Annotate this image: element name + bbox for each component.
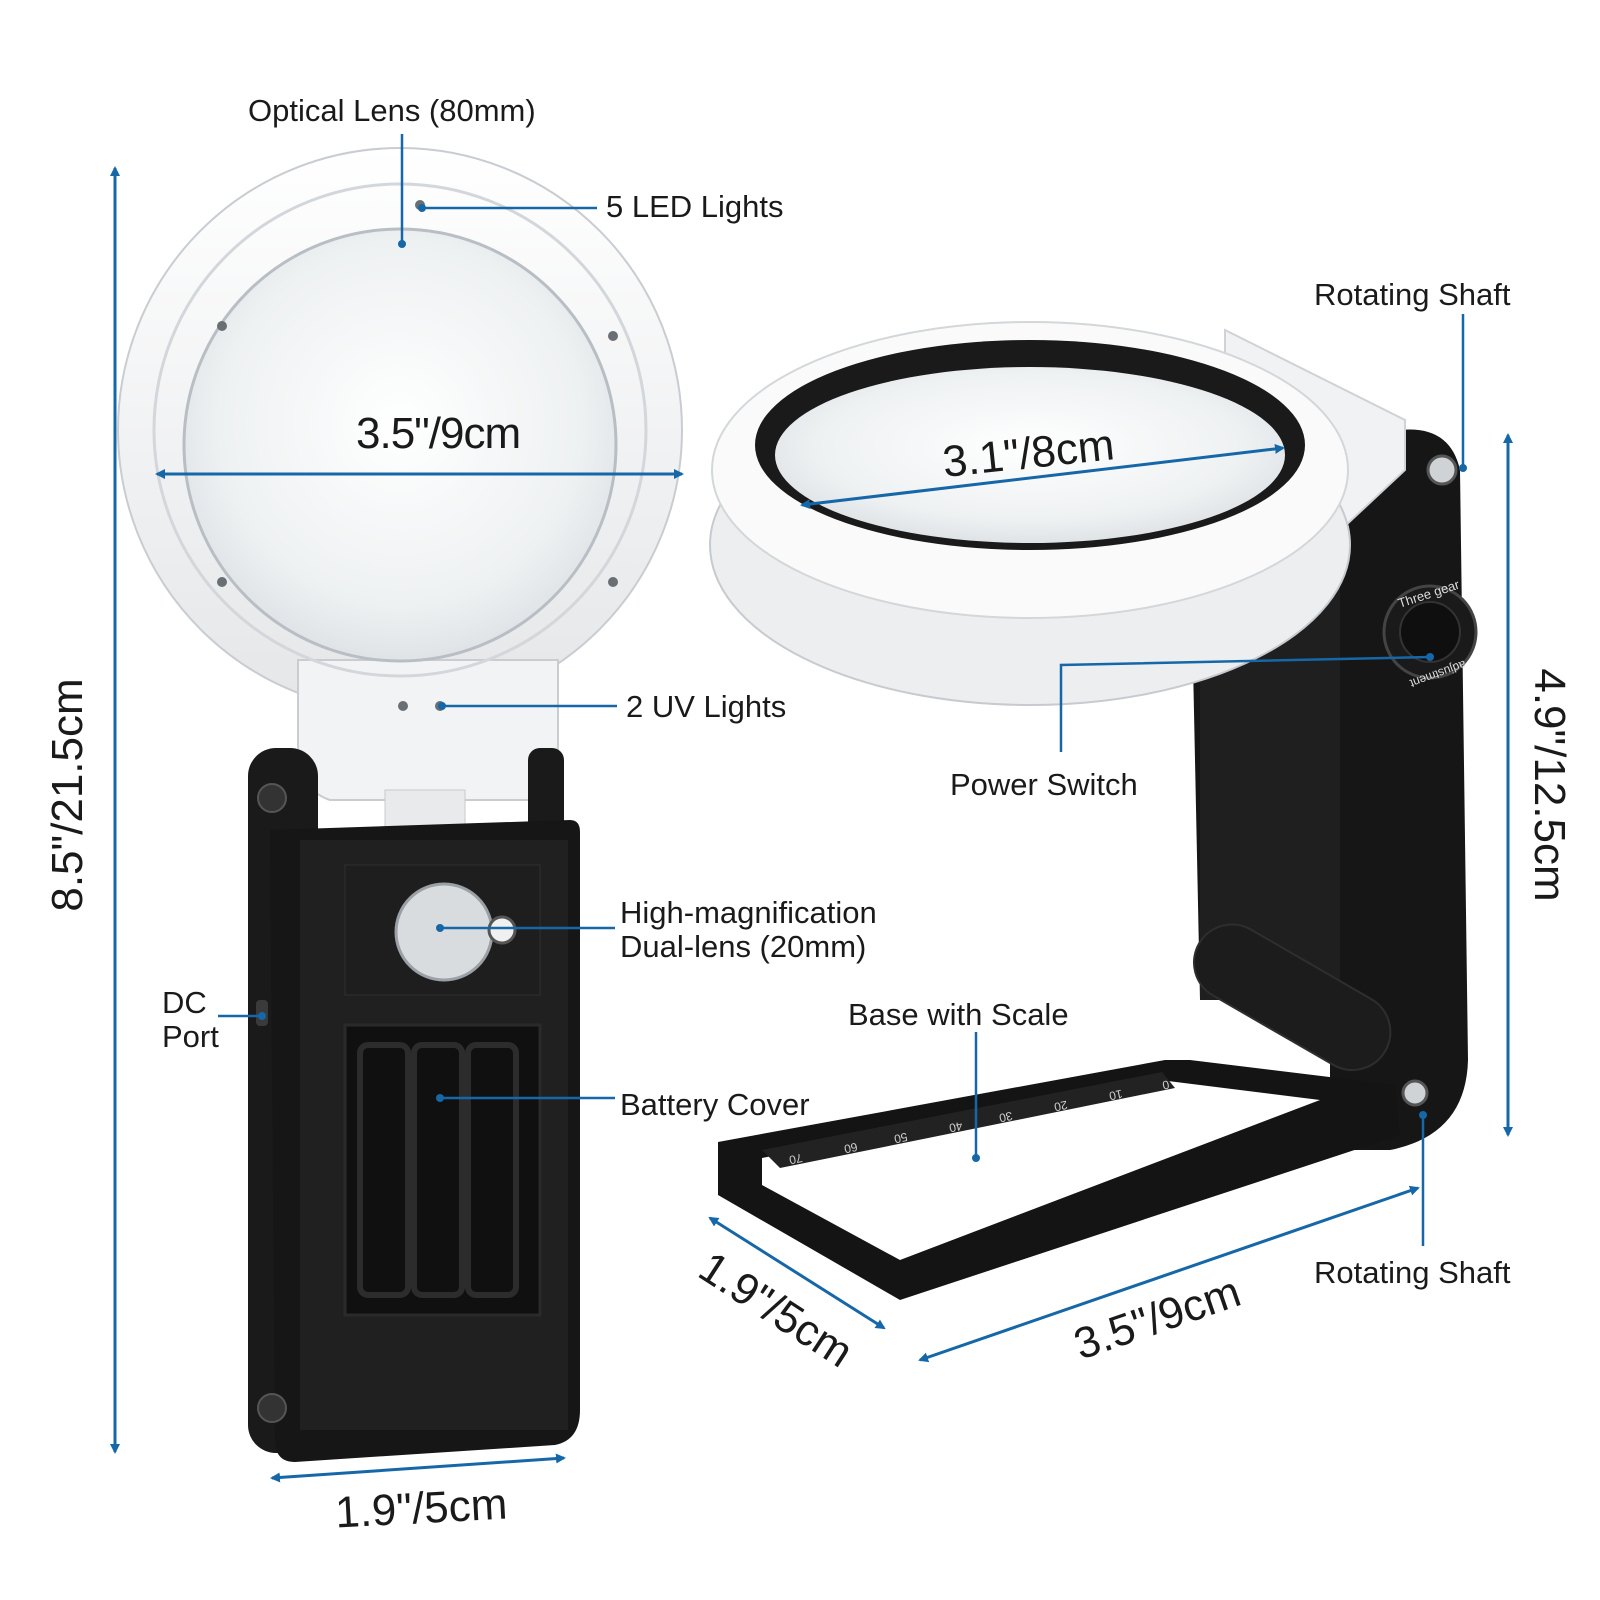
scale-tick: 40 [948, 1119, 964, 1136]
base-hinge-cylinder [1192, 923, 1392, 1071]
led-lights-label: 5 LED Lights [606, 189, 784, 224]
scale-tick: 20 [1053, 1098, 1069, 1115]
scale-tick: 70 [788, 1151, 804, 1168]
scale-tick: 30 [998, 1109, 1014, 1126]
battery-compartment [343, 1023, 542, 1317]
right-height-label: 4.9"/12.5cm [1525, 668, 1574, 901]
battery-cover-label: Battery Cover [620, 1087, 810, 1122]
base-width-label: 3.5"/9cm [1068, 1267, 1247, 1369]
left-width-arrow [270, 1453, 566, 1483]
scale-tick: 10 [1108, 1087, 1124, 1104]
scale-tick: 60 [843, 1140, 859, 1157]
base-scale-strip [762, 1072, 1175, 1168]
left-height-label: 8.5"/21.5cm [43, 678, 92, 911]
dual-lens-label-line1: High-magnification [620, 895, 877, 930]
left-width-label: 1.9"/5cm [334, 1480, 508, 1538]
left-lens-neck [297, 659, 559, 801]
base-scale-ticks: 0 10 20 30 40 50 60 70 [788, 1077, 1171, 1167]
base-width-arrow [918, 1185, 1420, 1363]
left-magnifier [117, 147, 683, 1462]
dual-lens-label-line2: Dual-lens (20mm) [620, 929, 867, 964]
callout-leaders [218, 134, 1465, 1246]
left-lens-diameter-label: 3.5"/9cm [356, 409, 521, 458]
power-switch-button [1399, 601, 1461, 663]
left-optical-lens [182, 227, 618, 663]
scale-tick: 0 [1161, 1077, 1171, 1092]
dc-port-label-line2: Port [162, 1019, 219, 1054]
uv-lights-label: 2 UV Lights [626, 689, 787, 724]
right-lens-diameter-arrow [800, 443, 1285, 510]
scale-tick: 50 [893, 1130, 909, 1147]
dc-port-label-line1: DC [162, 985, 207, 1020]
base-depth-arrow [708, 1216, 886, 1330]
optical-lens-label: Optical Lens (80mm) [248, 93, 536, 128]
rotating-shaft-bottom-label: Rotating Shaft [1314, 1255, 1511, 1290]
power-switch-label: Power Switch [950, 767, 1138, 802]
rotating-shaft-top-label: Rotating Shaft [1314, 277, 1511, 312]
dual-lens [394, 882, 494, 982]
dimension-arrows [110, 166, 1513, 1483]
base-with-scale-label: Base with Scale [848, 997, 1069, 1032]
